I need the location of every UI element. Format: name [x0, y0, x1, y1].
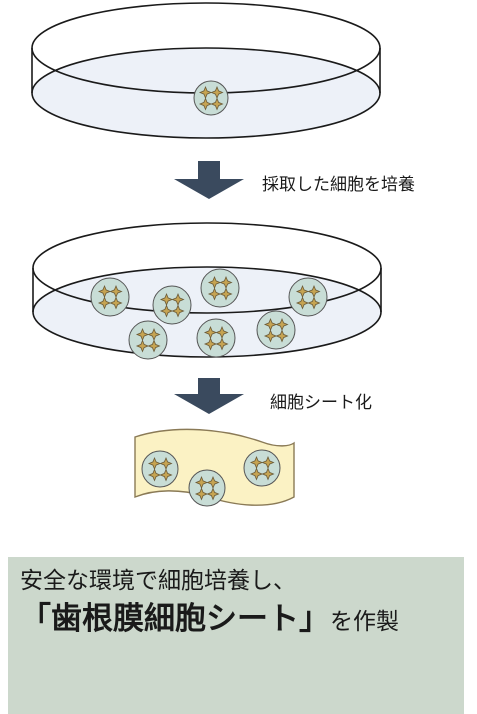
down-arrow-2: [174, 378, 244, 414]
summary-emphasis: 「歯根膜細胞シート」: [20, 601, 330, 637]
down-arrow-1: [174, 161, 244, 199]
summary-tail: を作製: [330, 609, 399, 635]
step-label-2: 細胞シート化: [270, 393, 372, 413]
cell-colony: [90, 277, 130, 317]
summary-box: 安全な環境で細胞培養し、 「歯根膜細胞シート」を作製: [8, 557, 464, 714]
cell-colony: [256, 310, 296, 350]
cell-colony: [200, 268, 240, 308]
culture-dish-1: [31, 2, 381, 139]
cell-colony: [193, 80, 229, 116]
step-label-1: 採取した細胞を培養: [262, 175, 415, 195]
cell-colony: [288, 277, 328, 317]
cell-colony: [188, 469, 226, 507]
summary-line-2: 「歯根膜細胞シート」を作製: [20, 597, 452, 646]
cell-sheet: [134, 428, 295, 506]
cell-colony: [128, 320, 168, 360]
cell-colony: [243, 449, 281, 487]
cell-colony: [152, 285, 192, 325]
summary-line-1: 安全な環境で細胞培養し、: [20, 568, 296, 594]
cell-colony: [196, 318, 236, 358]
cell-colony: [141, 450, 179, 488]
